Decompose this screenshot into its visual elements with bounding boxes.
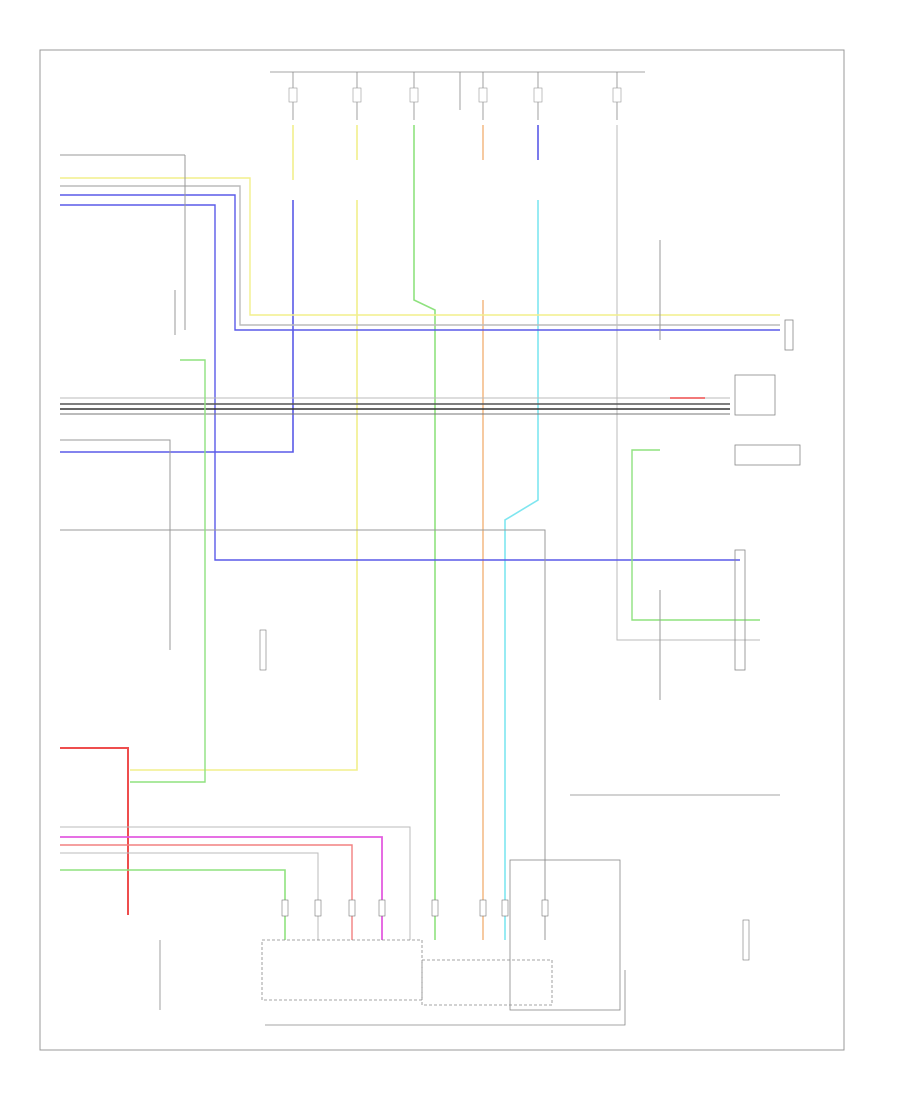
top-power-bus: [270, 71, 645, 120]
bottom-components: [159, 859, 626, 1026]
left-harness-top: [60, 154, 780, 561]
wire-green-left: [130, 359, 206, 783]
middle-bus: [60, 397, 730, 415]
fuse-blocks: [288, 87, 622, 103]
right-green-wire: [631, 240, 760, 700]
wire-green-main: [413, 125, 436, 940]
right-components: [570, 319, 801, 796]
left-harness-mid: [60, 155, 546, 940]
lower-harness: [60, 747, 411, 940]
wire-yellow-main: [130, 125, 358, 771]
connectors: [259, 629, 750, 961]
vertical-wires: [60, 125, 760, 940]
wire-cyan-main: [504, 200, 539, 940]
wire-blue-left: [60, 200, 294, 453]
wire-gray-right: [616, 125, 760, 641]
diagram-frame: [39, 49, 845, 1051]
